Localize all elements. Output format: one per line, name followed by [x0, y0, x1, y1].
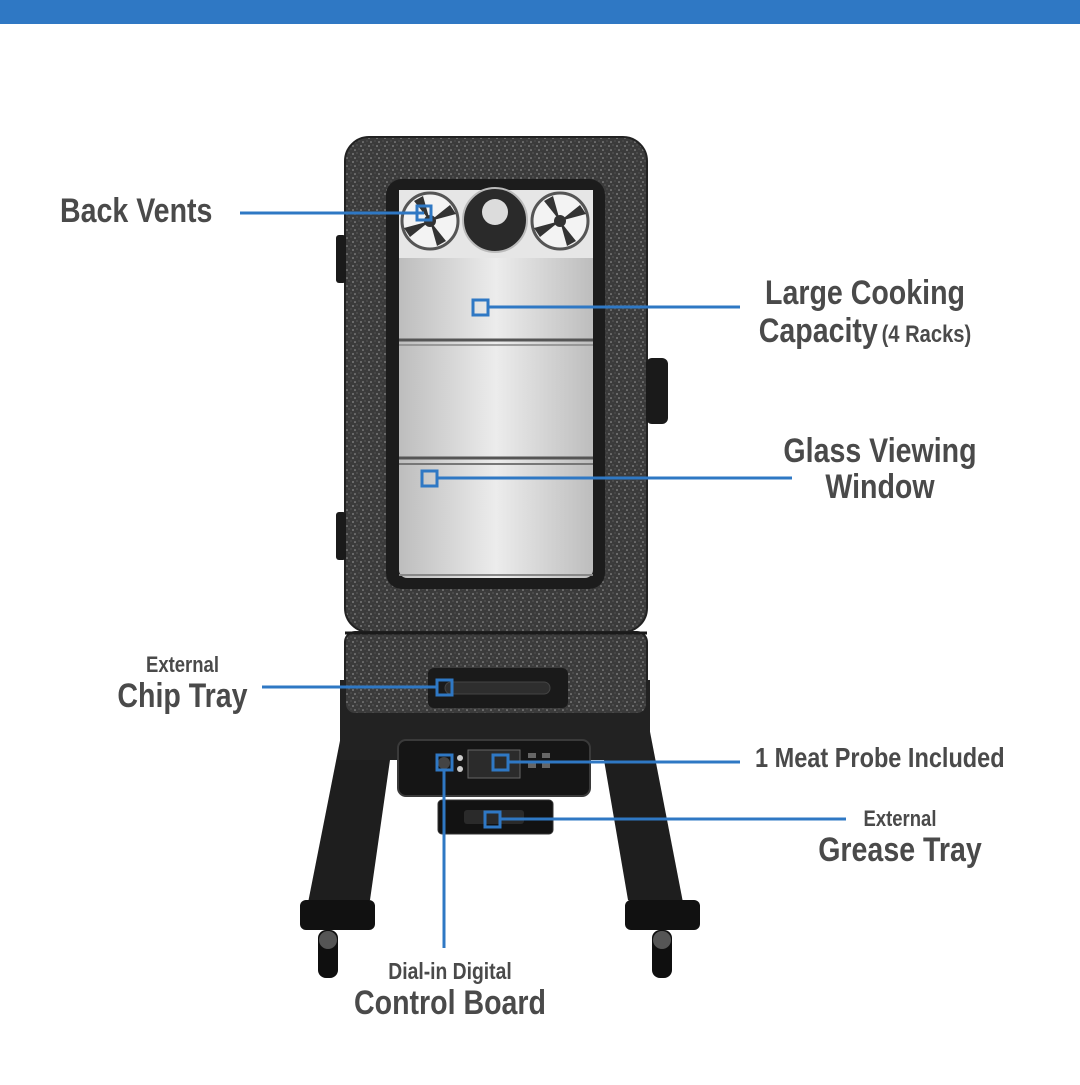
cooking-capacity-racks: (4 Racks) — [881, 321, 972, 348]
meat-probe-label: 1 Meat Probe Included — [755, 742, 1005, 773]
control-board-callout: Dial-in Digital Control Board — [330, 958, 570, 1022]
cooking-capacity-line2: Capacity — [758, 312, 878, 350]
glass-window-line2: Window — [825, 468, 935, 506]
glass-window-callout: Glass Viewing Window — [760, 434, 1000, 504]
cooking-capacity-line1: Large Cooking — [765, 274, 965, 312]
chip-tray-callout: External Chip Tray — [95, 652, 270, 715]
chip-tray-small: External — [146, 652, 219, 677]
grease-tray-drawing — [437, 799, 554, 835]
control-board-large: Control Board — [354, 984, 546, 1022]
control-board-small: Dial-in Digital — [388, 958, 512, 984]
chip-tray-large: Chip Tray — [117, 677, 248, 715]
cooking-capacity-callout: Large Cooking Capacity (4 Racks) — [735, 276, 995, 351]
chip-tray-drawing — [428, 668, 568, 708]
grease-tray-callout: External Grease Tray — [800, 806, 1000, 869]
grease-tray-small: External — [863, 806, 937, 831]
back-vents-label: Back Vents — [60, 192, 213, 230]
cooking-capacity-line2-wrap: Capacity (4 Racks) — [756, 312, 974, 351]
grease-tray-large: Grease Tray — [818, 831, 982, 869]
glass-window — [386, 179, 605, 589]
top-accent-bar — [0, 0, 1080, 24]
callout-lines — [240, 204, 846, 948]
glass-window-line1: Glass Viewing — [783, 432, 977, 470]
